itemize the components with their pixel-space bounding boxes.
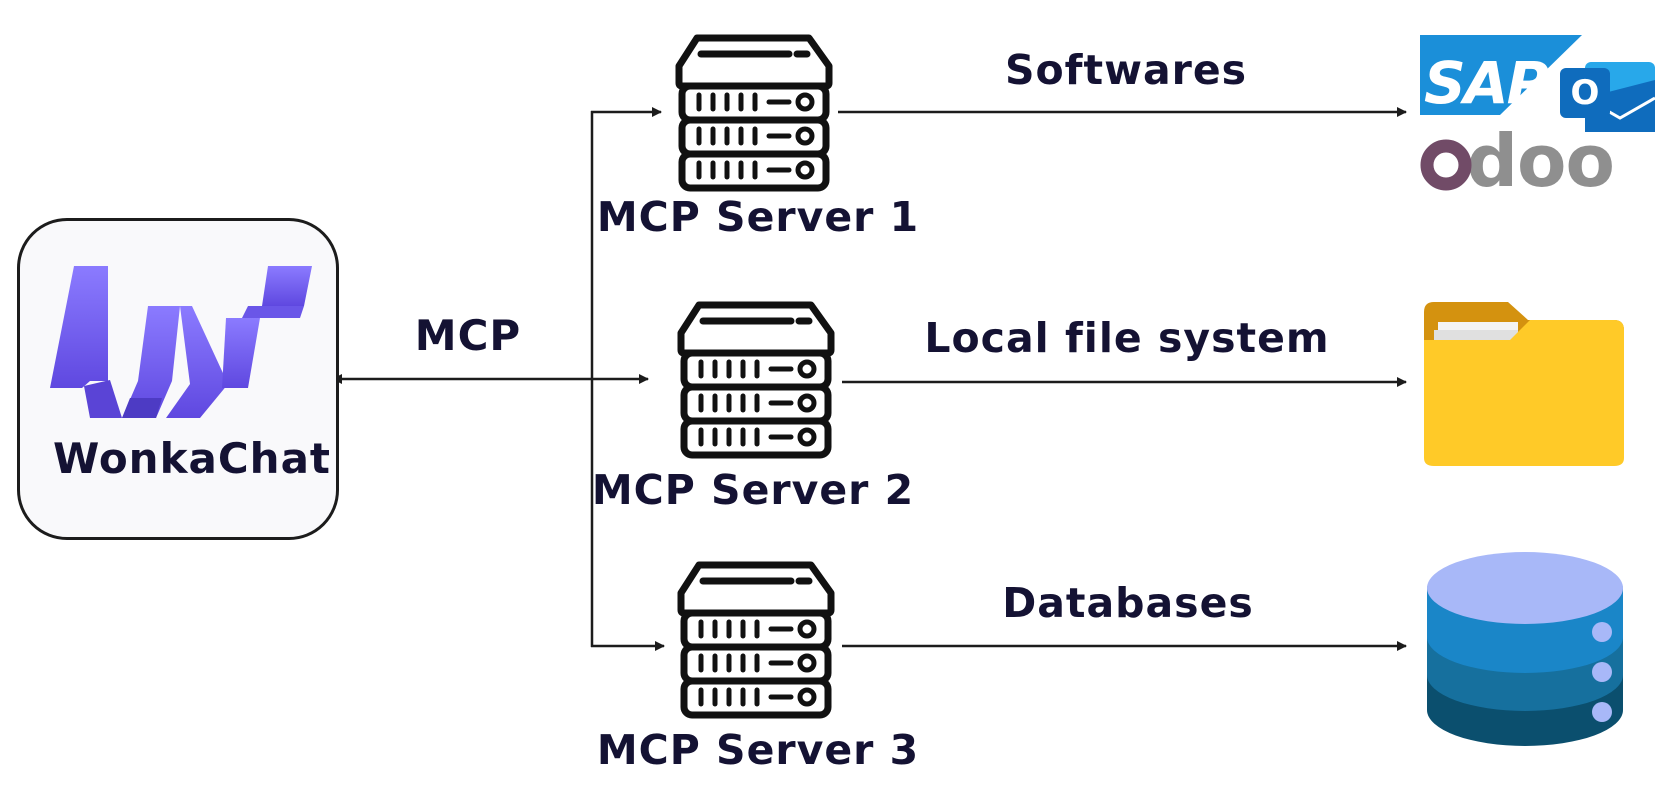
- connection-3-label: Databases: [1002, 579, 1254, 627]
- odoo-logo: odoo: [1418, 119, 1615, 203]
- database-icon: [1427, 552, 1623, 746]
- sap-logo-text: SAP: [1424, 49, 1549, 117]
- server-rack-icon: [681, 565, 831, 715]
- wonkachat-logo: [50, 266, 312, 418]
- folder-icon: [1424, 302, 1624, 466]
- server-3-label: MCP Server 3: [596, 726, 920, 774]
- server-rack-icon: [679, 38, 829, 188]
- wonkachat-client-box: WonkaChat: [17, 218, 339, 540]
- server-1-label: MCP Server 1: [596, 193, 920, 241]
- protocol-label: MCP: [414, 311, 522, 360]
- server-rack-icon: [681, 305, 831, 455]
- connection-1-label: Softwares: [1004, 46, 1248, 94]
- sap-logo: SAP: [1420, 35, 1582, 117]
- outlook-logo-text: O: [1571, 73, 1600, 113]
- connection-2-label: Local file system: [924, 314, 1330, 362]
- outlook-logo: O: [1560, 62, 1656, 132]
- client-name: WonkaChat: [53, 434, 332, 483]
- connectors: [332, 107, 1407, 651]
- server-2-label: MCP Server 2: [591, 466, 915, 514]
